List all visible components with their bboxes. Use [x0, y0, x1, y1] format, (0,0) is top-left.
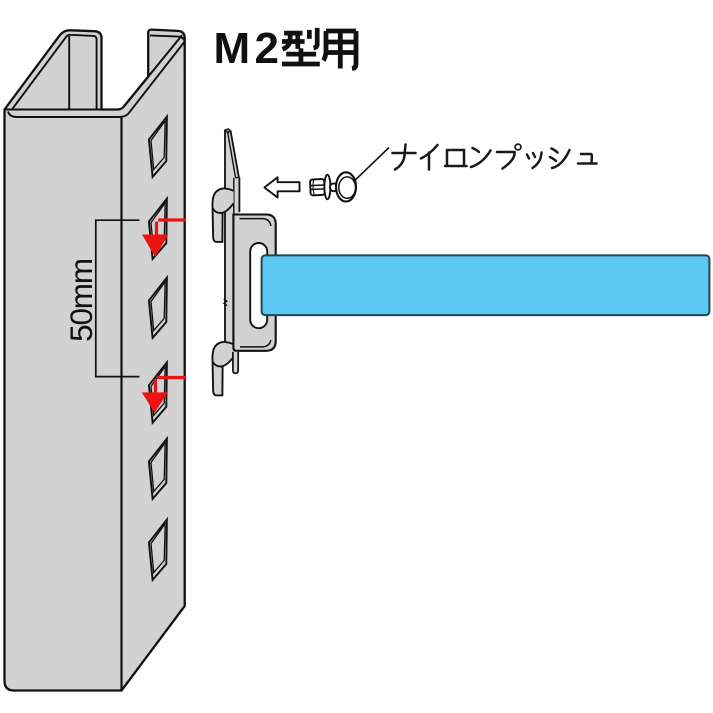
svg-text:M: M: [214, 24, 251, 73]
svg-text:50mm: 50mm: [63, 259, 99, 342]
svg-text:2: 2: [255, 24, 279, 73]
